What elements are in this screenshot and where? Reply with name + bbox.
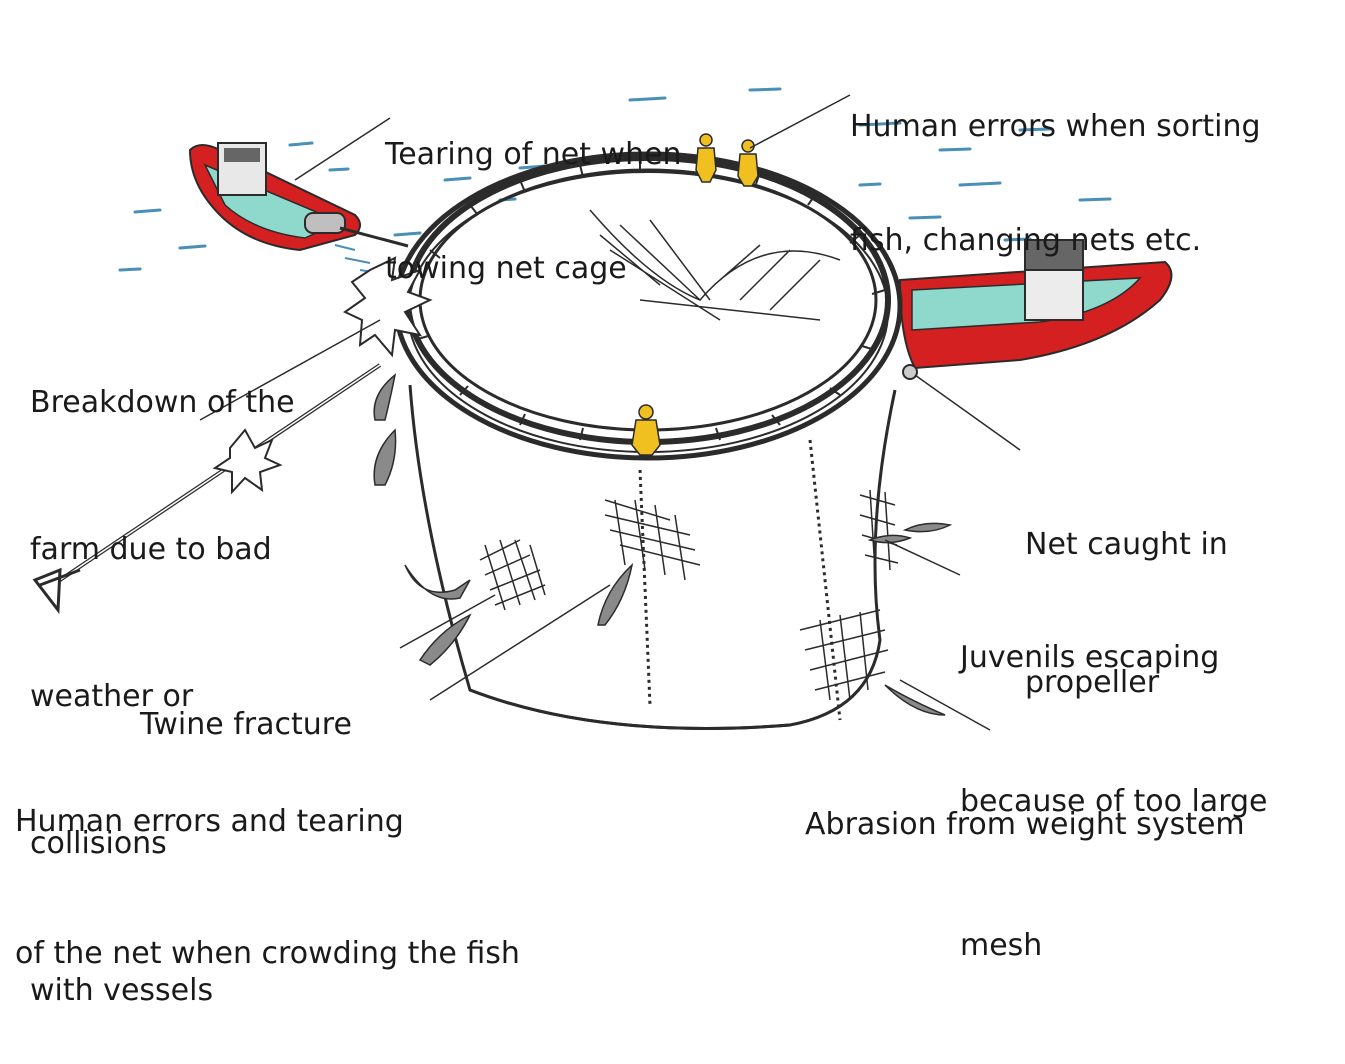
label-human-errors-sorting: Human errors when sorting fish, changing… [850, 32, 1261, 298]
label-human-errors-crowding: Human errors and tearing of the net when… [15, 712, 520, 1020]
label-tearing-towing: Tearing of net when towing net cage [385, 60, 682, 326]
worker-2 [738, 140, 758, 186]
worker-1 [696, 134, 716, 182]
towing-boat [190, 143, 408, 274]
label-abrasion: Abrasion from weight system [805, 730, 1245, 882]
